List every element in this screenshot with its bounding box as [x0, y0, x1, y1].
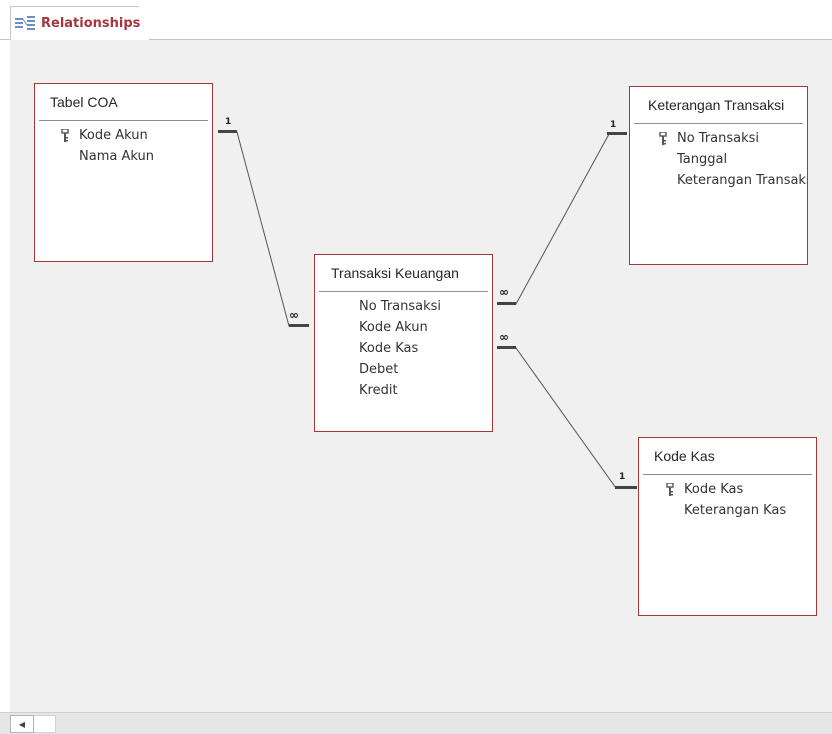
- field-name: Kode Kas: [359, 341, 419, 356]
- field-item[interactable]: Keterangan Transaksi: [630, 170, 807, 191]
- field-item[interactable]: Kode Akun: [35, 125, 212, 146]
- field-name: Kode Kas: [684, 482, 744, 497]
- scroll-left-arrow-icon: ◀: [18, 719, 26, 729]
- field-item[interactable]: Kode Kas: [315, 338, 492, 359]
- field-item[interactable]: Nama Akun: [35, 146, 212, 167]
- field-list: No Transaksi Kode Akun Kode Kas Debet Kr…: [315, 292, 492, 401]
- table-keterangan-transaksi[interactable]: Keterangan Transaksi No Transaksi Tangga…: [629, 86, 808, 265]
- field-name: No Transaksi: [359, 299, 442, 314]
- field-item[interactable]: Tanggal: [630, 149, 807, 170]
- field-item[interactable]: No Transaksi: [315, 296, 492, 317]
- scroll-left-button[interactable]: ◀: [10, 715, 34, 733]
- table-title[interactable]: Kode Kas: [654, 448, 715, 464]
- field-name: Debet: [359, 362, 399, 377]
- primary-key-icon: [666, 483, 674, 496]
- table-kode-kas[interactable]: Kode Kas Kode Kas Keterangan Kas: [638, 437, 817, 616]
- title-divider: [643, 474, 812, 475]
- primary-key-icon: [61, 129, 69, 142]
- field-name: Tanggal: [677, 152, 728, 167]
- relationship-many-label: ∞: [499, 330, 509, 344]
- field-item[interactable]: Kode Akun: [315, 317, 492, 338]
- scroll-thumb[interactable]: [34, 715, 56, 733]
- relationship-one-label: 1: [619, 472, 626, 482]
- field-name: Keterangan Kas: [684, 503, 787, 518]
- field-name: Kredit: [359, 383, 398, 398]
- table-title[interactable]: Keterangan Transaksi: [648, 97, 785, 113]
- field-name: Keterangan Transaksi: [677, 173, 807, 188]
- field-item[interactable]: Debet: [315, 359, 492, 380]
- tab-relationships[interactable]: Relationships: [10, 6, 150, 40]
- field-name: No Transaksi: [677, 131, 760, 146]
- title-divider: [39, 120, 208, 121]
- field-name: Kode Akun: [79, 128, 148, 143]
- table-title[interactable]: Tabel COA: [50, 94, 118, 110]
- field-item[interactable]: Kode Kas: [639, 479, 816, 500]
- field-list: Kode Kas Keterangan Kas: [639, 475, 816, 521]
- table-transaksi-keuangan[interactable]: Transaksi Keuangan No Transaksi Kode Aku…: [314, 254, 493, 432]
- title-divider: [634, 123, 803, 124]
- relationship-one-label: 1: [610, 120, 617, 130]
- horizontal-scrollbar[interactable]: ◀: [0, 712, 832, 734]
- field-name: Nama Akun: [79, 149, 154, 164]
- field-list: No Transaksi Tanggal Keterangan Transaks…: [630, 124, 807, 191]
- field-item[interactable]: Kredit: [315, 380, 492, 401]
- table-tabel-coa[interactable]: Tabel COA Kode Akun Nama Akun: [34, 83, 213, 262]
- primary-key-icon: [659, 132, 667, 145]
- relationships-icon: [15, 15, 35, 30]
- title-divider: [319, 291, 488, 292]
- field-list: Kode Akun Nama Akun: [35, 121, 212, 167]
- relationship-one-label: 1: [225, 117, 232, 127]
- field-item[interactable]: No Transaksi: [630, 128, 807, 149]
- relationship-many-label: ∞: [289, 308, 299, 322]
- tab-label: Relationships: [41, 16, 141, 31]
- relationship-many-label: ∞: [499, 285, 509, 299]
- field-item[interactable]: Keterangan Kas: [639, 500, 816, 521]
- table-title[interactable]: Transaksi Keuangan: [331, 265, 459, 281]
- field-name: Kode Akun: [359, 320, 428, 335]
- document-tab-strip: Relationships: [0, 0, 832, 40]
